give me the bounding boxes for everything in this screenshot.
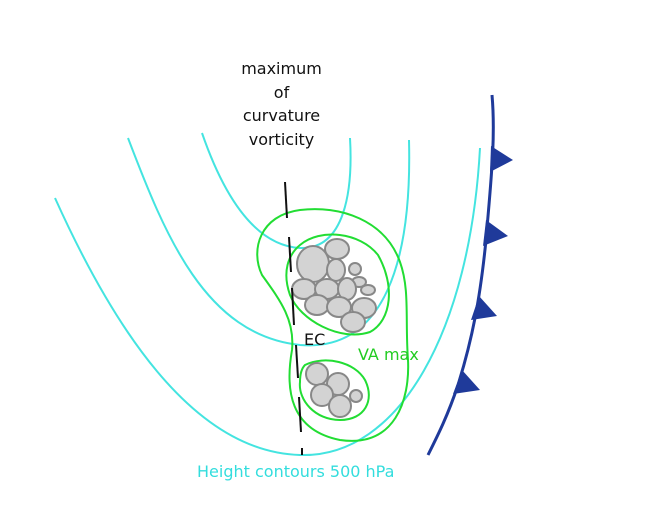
vorticity-axis [284, 181, 303, 455]
cloud-cluster-upper [291, 238, 377, 333]
front-triangle [490, 146, 513, 172]
front-triangle [471, 296, 497, 320]
height-contours [54, 132, 481, 457]
title-line: vorticity [248, 129, 315, 149]
ec-label: EC [304, 330, 326, 349]
front-triangle [483, 220, 508, 246]
height-contours-label: Height contours 500 hPa [197, 462, 395, 481]
title-line: of [273, 82, 290, 102]
vorticity-max-label: maximum of curvature vorticity [200, 57, 363, 151]
height-contour-outer [54, 147, 481, 457]
va-contours [256, 208, 410, 442]
height-contour-inner [201, 132, 352, 250]
cold-front [426, 94, 513, 456]
height-contour-middle [127, 137, 411, 347]
cloud-cluster-lower [305, 362, 363, 418]
va-contour-outer [256, 208, 410, 442]
front-triangle [453, 370, 480, 394]
va-contour-lower [298, 359, 370, 422]
title-line: maximum [241, 59, 322, 78]
title-line: curvature [242, 106, 321, 125]
va-contour-upper [285, 233, 390, 336]
va-max-label: VA max [358, 345, 419, 364]
